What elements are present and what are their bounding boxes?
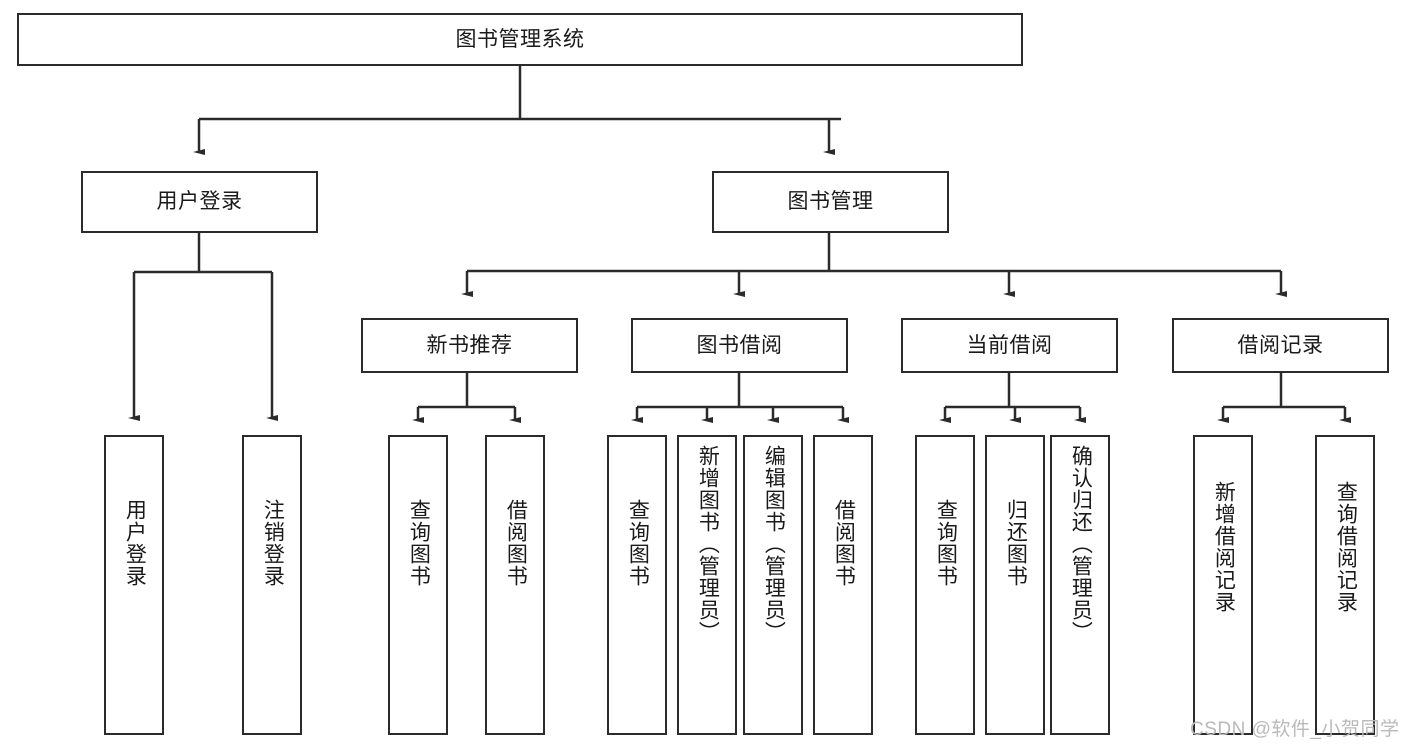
node-label: 借阅图书 bbox=[504, 499, 528, 587]
node-label: 用户登录 bbox=[156, 190, 243, 214]
leaf-current-borrow-confirm-return-admin[interactable]: 确认归还（管理员） bbox=[1050, 435, 1110, 735]
leaf-current-borrow-return-book[interactable]: 归还图书 bbox=[985, 435, 1045, 735]
leaf-new-book-query-book[interactable]: 查询图书 bbox=[388, 435, 448, 735]
leaf-user-login-logout[interactable]: 注销登录 bbox=[242, 435, 302, 735]
node-label: 注销登录 bbox=[261, 499, 285, 587]
leaf-new-book-borrow-book[interactable]: 借阅图书 bbox=[485, 435, 545, 735]
node-label: 借阅图书 bbox=[832, 499, 856, 587]
leaf-book-borrow-query-book[interactable]: 查询图书 bbox=[607, 435, 667, 735]
node-book-borrow[interactable]: 图书借阅 bbox=[631, 318, 848, 373]
node-new-book-recommend[interactable]: 新书推荐 bbox=[361, 318, 578, 373]
node-label: 确认归还（管理员） bbox=[1069, 445, 1093, 643]
node-label: 新增图书（管理员） bbox=[696, 445, 720, 643]
leaf-book-borrow-edit-book-admin[interactable]: 编辑图书（管理员） bbox=[743, 435, 803, 735]
node-label: 归还图书 bbox=[1004, 499, 1028, 587]
node-borrow-record[interactable]: 借阅记录 bbox=[1172, 318, 1389, 373]
leaf-borrow-record-query-record[interactable]: 查询借阅记录 bbox=[1315, 435, 1375, 735]
node-label: 图书管理 bbox=[787, 190, 874, 214]
node-label: 查询图书 bbox=[407, 499, 431, 587]
node-label: 借阅记录 bbox=[1237, 333, 1324, 357]
leaf-book-borrow-add-book-admin[interactable]: 新增图书（管理员） bbox=[677, 435, 737, 735]
node-user-login[interactable]: 用户登录 bbox=[81, 171, 318, 233]
node-label: 图书借阅 bbox=[696, 333, 783, 357]
node-book-management[interactable]: 图书管理 bbox=[712, 171, 949, 233]
node-label: 当前借阅 bbox=[966, 333, 1053, 357]
leaf-book-borrow-borrow-book[interactable]: 借阅图书 bbox=[813, 435, 873, 735]
node-label: 编辑图书（管理员） bbox=[762, 445, 786, 643]
leaf-current-borrow-query-book[interactable]: 查询图书 bbox=[915, 435, 975, 735]
node-label: 查询借阅记录 bbox=[1334, 481, 1358, 613]
node-label: 用户登录 bbox=[123, 499, 147, 587]
leaf-borrow-record-add-record[interactable]: 新增借阅记录 bbox=[1193, 435, 1253, 735]
leaf-user-login-login[interactable]: 用户登录 bbox=[104, 435, 164, 735]
watermark-text: CSDN @软件_小贺同学 bbox=[1190, 719, 1400, 740]
node-root-book-management-system[interactable]: 图书管理系统 bbox=[17, 13, 1023, 66]
node-label: 图书管理系统 bbox=[455, 27, 585, 51]
node-label: 新书推荐 bbox=[426, 333, 513, 357]
node-label: 新增借阅记录 bbox=[1212, 481, 1236, 613]
node-label: 查询图书 bbox=[934, 499, 958, 587]
node-label: 查询图书 bbox=[626, 499, 650, 587]
node-current-borrow[interactable]: 当前借阅 bbox=[901, 318, 1118, 373]
